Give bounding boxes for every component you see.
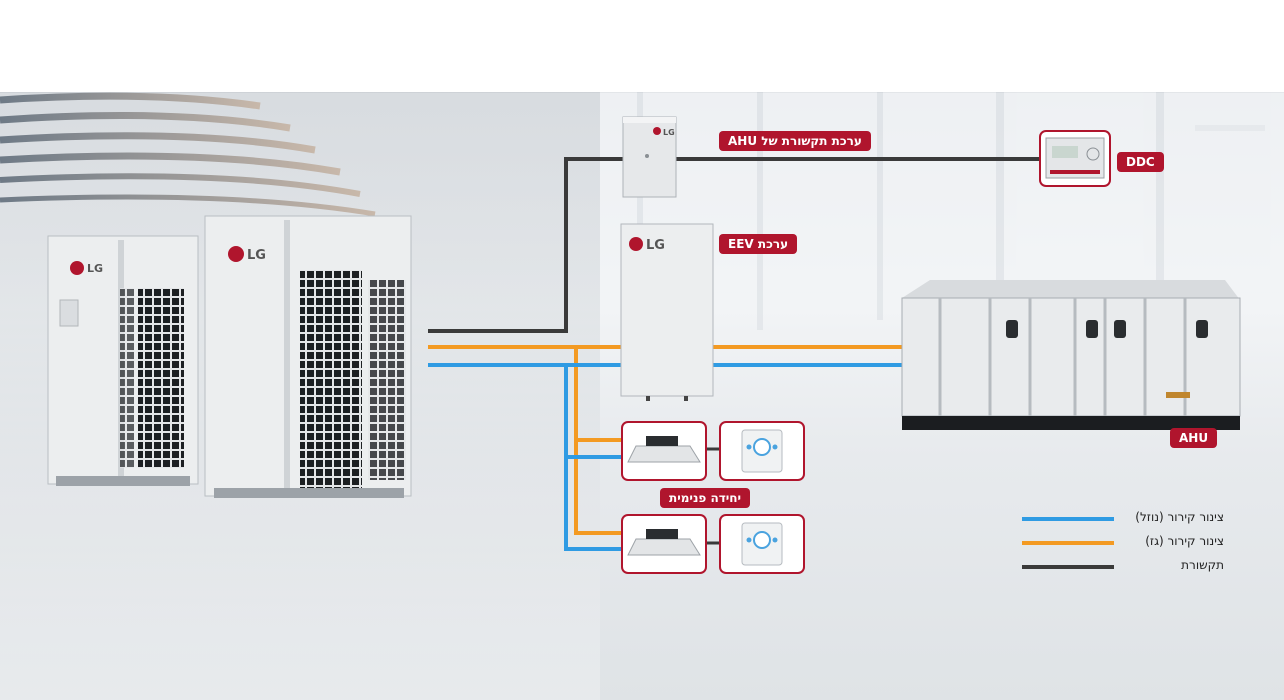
- remote-controller-1: [719, 421, 805, 481]
- outdoor-unit-right: LG: [204, 215, 412, 498]
- indoor-unit-2: [621, 514, 707, 574]
- legend-label-communication: תקשורת: [1181, 558, 1224, 572]
- legend-item-gas: צינור קירור (גז): [1022, 534, 1232, 558]
- legend-swatch-gas: [1022, 541, 1114, 545]
- legend-item-communication: תקשורת: [1022, 558, 1232, 582]
- comm-kit-label: ערכת תקשורת של AHU: [719, 131, 871, 151]
- remote-controller-2: [719, 514, 805, 574]
- eev-kit-box: LG: [620, 223, 714, 401]
- ahu-label: AHU: [1170, 428, 1218, 448]
- ddc-label: DDC: [1117, 152, 1164, 172]
- indoor-comm-lines: [706, 447, 720, 545]
- ddc-controller: [1039, 130, 1111, 187]
- indoor-unit-label: יחידה פנימית: [660, 488, 751, 508]
- lg-logo-outdoor-2: LG: [247, 248, 266, 263]
- outdoor-unit-left: LG: [47, 235, 199, 486]
- eev-kit-label: ערכת EEV: [719, 234, 798, 254]
- communication-lines: [428, 157, 1040, 333]
- legend-label-gas: צינור קירור (גז): [1145, 534, 1224, 548]
- legend: צינור קירור (נוזל) צינור קירור (גז) תקשו…: [1022, 510, 1232, 582]
- legend-label-liquid: צינור קירור (נוזל): [1135, 510, 1224, 524]
- legend-swatch-communication: [1022, 565, 1114, 569]
- legend-swatch-liquid: [1022, 517, 1114, 521]
- ahu-unit: [901, 280, 1241, 430]
- lg-logo-eev-kit: LG: [646, 238, 665, 253]
- indoor-unit-1: [621, 421, 707, 481]
- comm-kit-box: LG: [622, 116, 677, 198]
- lg-logo-comm-kit: LG: [663, 128, 675, 137]
- legend-item-liquid: צינור קירור (נוזל): [1022, 510, 1232, 534]
- lg-logo-outdoor-1: LG: [87, 262, 103, 275]
- gas-pipes: [428, 345, 904, 535]
- liquid-pipes: [428, 363, 904, 551]
